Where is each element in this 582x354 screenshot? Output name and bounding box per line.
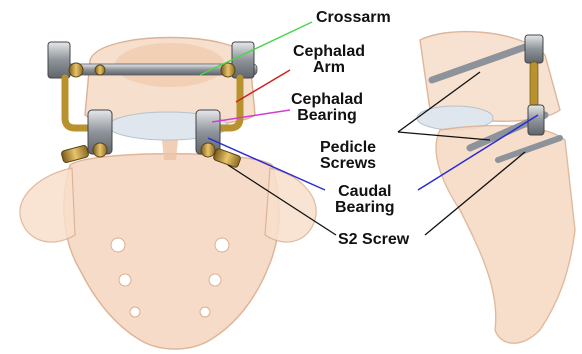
cephalad-bearing-label-line1: Cephalad xyxy=(291,92,363,108)
set-screw xyxy=(201,143,215,157)
cephalad-arm-label: Cephalad Arm xyxy=(293,44,365,76)
sacral-foramen xyxy=(209,274,221,286)
cephalad-bearing-label: Cephalad Bearing xyxy=(291,92,363,124)
set-screw xyxy=(221,63,235,77)
sacral-foramen xyxy=(130,307,140,317)
cephalad-arm-label-line2: Arm xyxy=(293,60,365,76)
sacrum-posterior xyxy=(64,154,279,349)
set-screw xyxy=(93,143,107,157)
set-screw xyxy=(95,65,105,75)
s2-screw-label-text: S2 Screw xyxy=(338,232,409,248)
crossarm-clamp-left xyxy=(48,42,70,78)
caudal-bearing-label: Caudal Bearing xyxy=(335,184,395,216)
caudal-bearing-label-line2: Bearing xyxy=(335,200,395,216)
pedicle-screws-label: Pedicle Screws xyxy=(320,140,376,172)
sacral-foramen xyxy=(200,307,210,317)
pedicle-screws-label-line1: Pedicle xyxy=(320,140,376,156)
cephalad-arm-label-line1: Cephalad xyxy=(293,44,365,60)
sacral-foramen xyxy=(119,274,131,286)
crossarm-label-text: Crossarm xyxy=(316,10,391,26)
set-screw xyxy=(69,63,83,77)
sacral-foramen xyxy=(215,238,229,252)
iliac-wing-left xyxy=(20,168,75,242)
s2-screw-label: S2 Screw xyxy=(338,232,409,248)
sacral-foramen xyxy=(111,238,125,252)
crossarm-label: Crossarm xyxy=(316,10,391,26)
cephalad-bearing-label-line2: Bearing xyxy=(291,108,363,124)
lateral-clamp xyxy=(525,35,543,63)
lateral-spine-view xyxy=(417,32,575,344)
caudal-bearing-label-line1: Caudal xyxy=(335,184,395,200)
crossarm-clamp-right xyxy=(232,42,254,78)
pedicle-screws-label-line2: Screws xyxy=(320,156,376,172)
